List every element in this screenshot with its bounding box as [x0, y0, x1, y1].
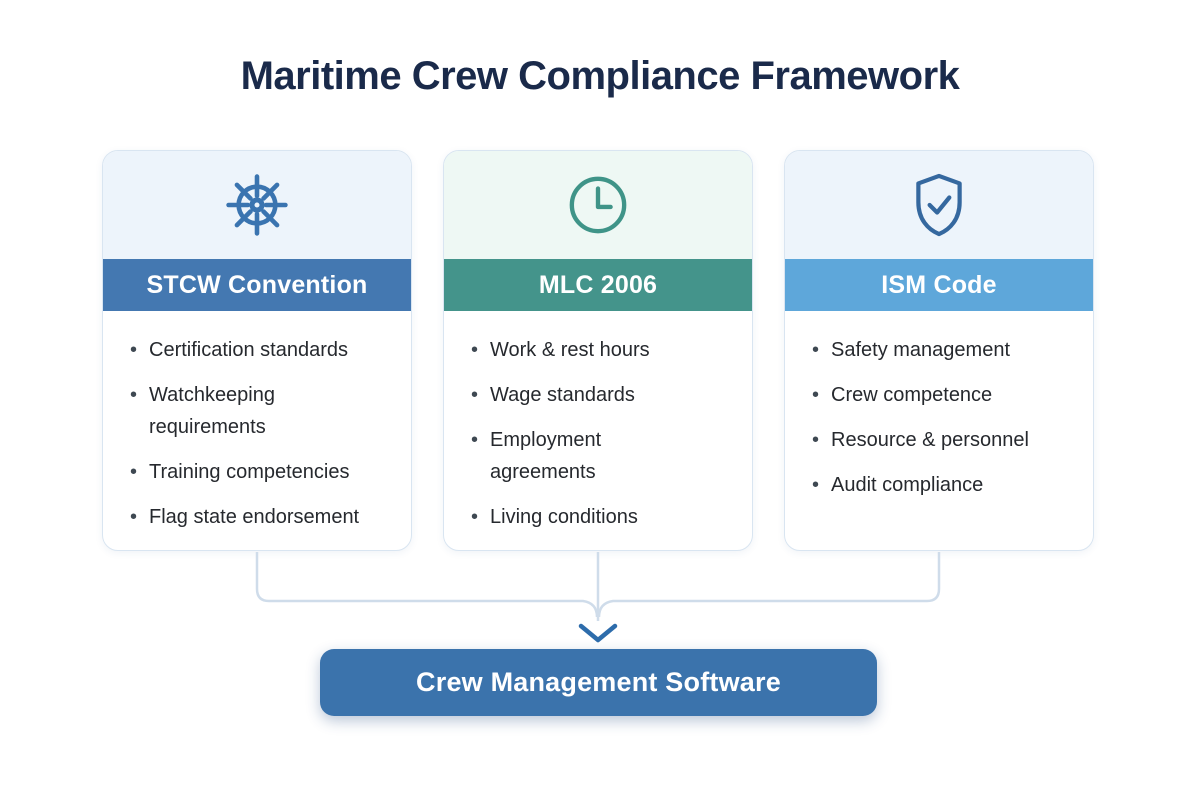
arrow-down-icon [578, 623, 618, 643]
list-item: Safety management [812, 334, 1079, 366]
card-stcw-convention: STCW Convention Certification standards … [102, 150, 412, 551]
card-mlc-header: MLC 2006 [444, 259, 752, 311]
card-mlc-list: Work & rest hours Wage standards Employm… [444, 311, 752, 550]
list-item: Flag state endorsement [130, 501, 397, 533]
cards-row: STCW Convention Certification standards … [102, 150, 1094, 551]
card-stcw-list: Certification standards Watchkeeping req… [103, 311, 411, 550]
list-item: Work & rest hours [471, 334, 738, 366]
page-title: Maritime Crew Compliance Framework [240, 54, 960, 98]
list-item: Training competencies [130, 456, 397, 488]
card-stcw-header: STCW Convention [103, 259, 411, 311]
ship-wheel-icon [224, 172, 290, 238]
list-item: Wage standards [471, 379, 738, 411]
card-mlc-title: MLC 2006 [538, 270, 658, 299]
card-stcw-title: STCW Convention [146, 270, 368, 299]
list-item: Watchkeeping requirements [130, 379, 397, 443]
clock-icon [567, 174, 629, 236]
list-item: Employment agreements [471, 424, 738, 488]
shield-check-icon [909, 171, 969, 239]
list-item: Living conditions [471, 501, 738, 533]
card-ism-title: ISM Code [881, 270, 997, 299]
card-ism-list: Safety management Crew competence Resour… [785, 311, 1093, 530]
card-ism-code: ISM Code Safety management Crew competen… [784, 150, 1094, 551]
card-ism-icon-area [785, 151, 1093, 259]
crew-management-software-label: Crew Management Software [416, 667, 781, 697]
crew-management-software-button[interactable]: Crew Management Software [320, 649, 877, 716]
card-mlc-2006: MLC 2006 Work & rest hours Wage standard… [443, 150, 753, 551]
list-item: Crew competence [812, 379, 1079, 411]
list-item: Resource & personnel [812, 424, 1079, 456]
card-mlc-icon-area [444, 151, 752, 259]
list-item: Certification standards [130, 334, 397, 366]
list-item: Audit compliance [812, 469, 1079, 501]
card-ism-header: ISM Code [785, 259, 1093, 311]
card-stcw-icon-area [103, 151, 411, 259]
